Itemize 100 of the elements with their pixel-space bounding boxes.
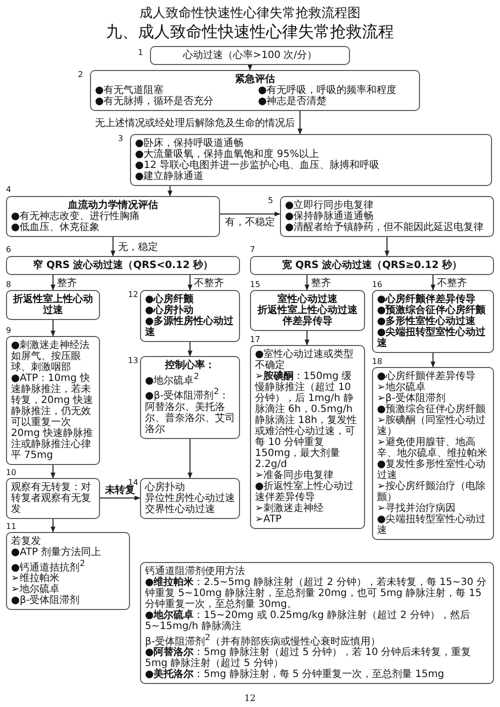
- arrow: [304, 330, 310, 346]
- box-text: ●有无呼吸，呼吸的频率和程度: [258, 85, 398, 96]
- box-text: ●预激综合征伴心房纤颤: [377, 404, 487, 415]
- arrow: [110, 236, 116, 257]
- step-number: 6: [6, 245, 12, 254]
- process-box: [250, 290, 365, 331]
- step-number: 15: [250, 280, 260, 289]
- box-text: 若复发: [11, 536, 41, 547]
- step-number: 17: [250, 335, 260, 344]
- box-text: ➢地尔硫卓: [377, 382, 426, 393]
- box-text: ➢地尔硫卓: [11, 584, 60, 596]
- arrow: [188, 274, 192, 291]
- process-box: [140, 478, 240, 519]
- box-text: ●有无脉搏，循环是否充分: [95, 96, 215, 107]
- step-number: 2: [78, 70, 84, 79]
- box-text: ●有无气道阻塞: [95, 85, 165, 96]
- process-box: [6, 290, 100, 320]
- process-box: [372, 290, 494, 353]
- arrow: [100, 496, 141, 500]
- process-box: [6, 478, 100, 519]
- step-number: 4: [6, 185, 12, 194]
- box-text: ➢按心房纤颤治疗（电除颤）: [377, 481, 486, 503]
- arrow: [384, 236, 390, 257]
- box-text: ●心房纤颤伴差异传导: [377, 371, 477, 382]
- box-text: ●尖端扭转型室性心动过速: [377, 327, 487, 349]
- box-text: ●有无神志改变、进行性胸痛: [11, 211, 141, 222]
- box-text: ●ATP 剂量方法同上: [11, 547, 102, 558]
- arrow: [220, 212, 281, 216]
- box-text: ➢胺碘酮（同室性心动过速）: [377, 415, 486, 437]
- arrow: [50, 274, 56, 291]
- box-text: 折返性室上性心动过速伴差异传导: [256, 305, 358, 327]
- step-number: 3: [118, 134, 124, 143]
- box-text: ●美托洛尔：5mg 静脉注射，每 5 分钟重复一次，至总剂量 15mg: [145, 669, 446, 680]
- box-text: ●室性心动过速或类型不确定: [255, 349, 355, 371]
- box-text: ●立即行同步电复律: [285, 200, 375, 211]
- step-number: 10: [6, 468, 16, 477]
- box-text: 钙通道阻滞剂使用方法: [145, 566, 246, 577]
- box-text: ➢刺激迷走神经: [255, 503, 324, 514]
- process-box: [6, 256, 240, 275]
- arrow: [304, 274, 310, 291]
- process-box: [130, 134, 492, 186]
- box-text: ●阿替洛尔：5mg 静脉注射（超过 5 分钟），若 10 分钟后未转复，重复 5mg 静脉注射（超过 5 分钟）: [145, 647, 472, 670]
- box-text: 宽 QRS 波心动过速（QRS≥0.12 秒）: [280, 260, 464, 271]
- arrow: [188, 438, 192, 479]
- box-text: ●折返性室上性心动过速伴差异传导: [255, 481, 355, 503]
- box-text: 观察有无转复：对转复者观察有无复发: [11, 482, 92, 515]
- box-text: ●地尔硫卓$^{2}$: [145, 371, 200, 386]
- process-box: [150, 46, 350, 65]
- process-box: [140, 562, 494, 684]
- step-number: 16: [372, 280, 382, 289]
- step-number: 9: [6, 326, 12, 335]
- box-text: ●刺激迷走神经法如屏气、按压眼球、刺激咽部: [11, 340, 91, 373]
- edge-label: 未转复: [105, 485, 135, 496]
- edge-label: 不整齐: [194, 278, 224, 288]
- step-number: 12: [128, 290, 138, 299]
- arrow: [168, 186, 172, 197]
- process-box: [250, 256, 494, 275]
- step-number: 11: [6, 522, 16, 531]
- box-heading: 紧急评估: [234, 74, 276, 85]
- process-box: [140, 290, 240, 342]
- box-text: ➢维拉帕米: [11, 573, 60, 584]
- box-text: ●ATP：10mg 快速静脉推注，若未转复，20mg 快速静脉推注，仍无效可以重复一次 20mg 快速静脉推注或静脉推注心律平 75mg: [11, 373, 94, 461]
- box-text: ➢ATP: [255, 514, 283, 525]
- process-box: [372, 367, 494, 540]
- process-box: [90, 70, 420, 111]
- box-text: ●保持静脉通道通畅: [285, 211, 375, 222]
- arrow: [50, 464, 56, 479]
- arrow: [298, 110, 302, 135]
- step-number: 1: [138, 48, 144, 57]
- box-text: ●尖端扭转型室性心动过速: [377, 514, 487, 536]
- box-heading: 控制心率：: [164, 360, 216, 371]
- box-text: ●神志是否清楚: [258, 96, 328, 107]
- box-text: 折返性室上性心动过速: [12, 294, 94, 316]
- process-box: [6, 336, 100, 465]
- box-text: ●大流量吸氧，保持血氧饱和度 95%以上: [135, 149, 320, 160]
- box-text: ●清醒者给予镇静药，但不能因此延迟电复律: [285, 222, 485, 233]
- process-box: [6, 532, 130, 610]
- arrow: [430, 274, 436, 291]
- arrow: [50, 320, 56, 337]
- box-text: ●12 导联心电图并进一步监护心电、血压、脉搏和呼吸: [135, 160, 381, 171]
- box-text: β-受体阻滞剂$^{2}$（并有肺部疾病或慢性心衰时应慎用）: [145, 632, 381, 648]
- box-text: 窄 QRS 波心动过速（QRS<0.12 秒）: [32, 260, 214, 271]
- box-text: ●多源性房性心动过速: [145, 316, 235, 338]
- box-text: ●β-受体阻滞剂: [11, 595, 81, 606]
- arrow: [50, 518, 56, 533]
- edge-label: 不整齐: [437, 278, 467, 288]
- box-text: ➢β-受体阻滞剂: [377, 393, 446, 404]
- box-text: ●建立静脉通道: [135, 171, 205, 182]
- step-number: 18: [372, 357, 382, 366]
- box-text: ●低血压、休克征象: [11, 222, 101, 233]
- box-text: ●地尔硫卓：15~20mg 或 0.25mg/kg 静脉注射（超过 2 分钟），然后 5~15mg/h 静脉滴注: [145, 610, 471, 632]
- step-number: 5: [268, 196, 274, 205]
- step-number: 7: [250, 245, 256, 254]
- box-text: 心动过速（心率>100 次/分）: [182, 50, 318, 61]
- edge-label: 整齐: [57, 278, 77, 288]
- edge-label: 无，稳定: [118, 242, 158, 252]
- process-box: [250, 345, 365, 529]
- step-number: 13: [128, 356, 138, 365]
- process-box: [280, 196, 494, 237]
- box-text: ●复发性多形性室性心动过速: [377, 459, 487, 481]
